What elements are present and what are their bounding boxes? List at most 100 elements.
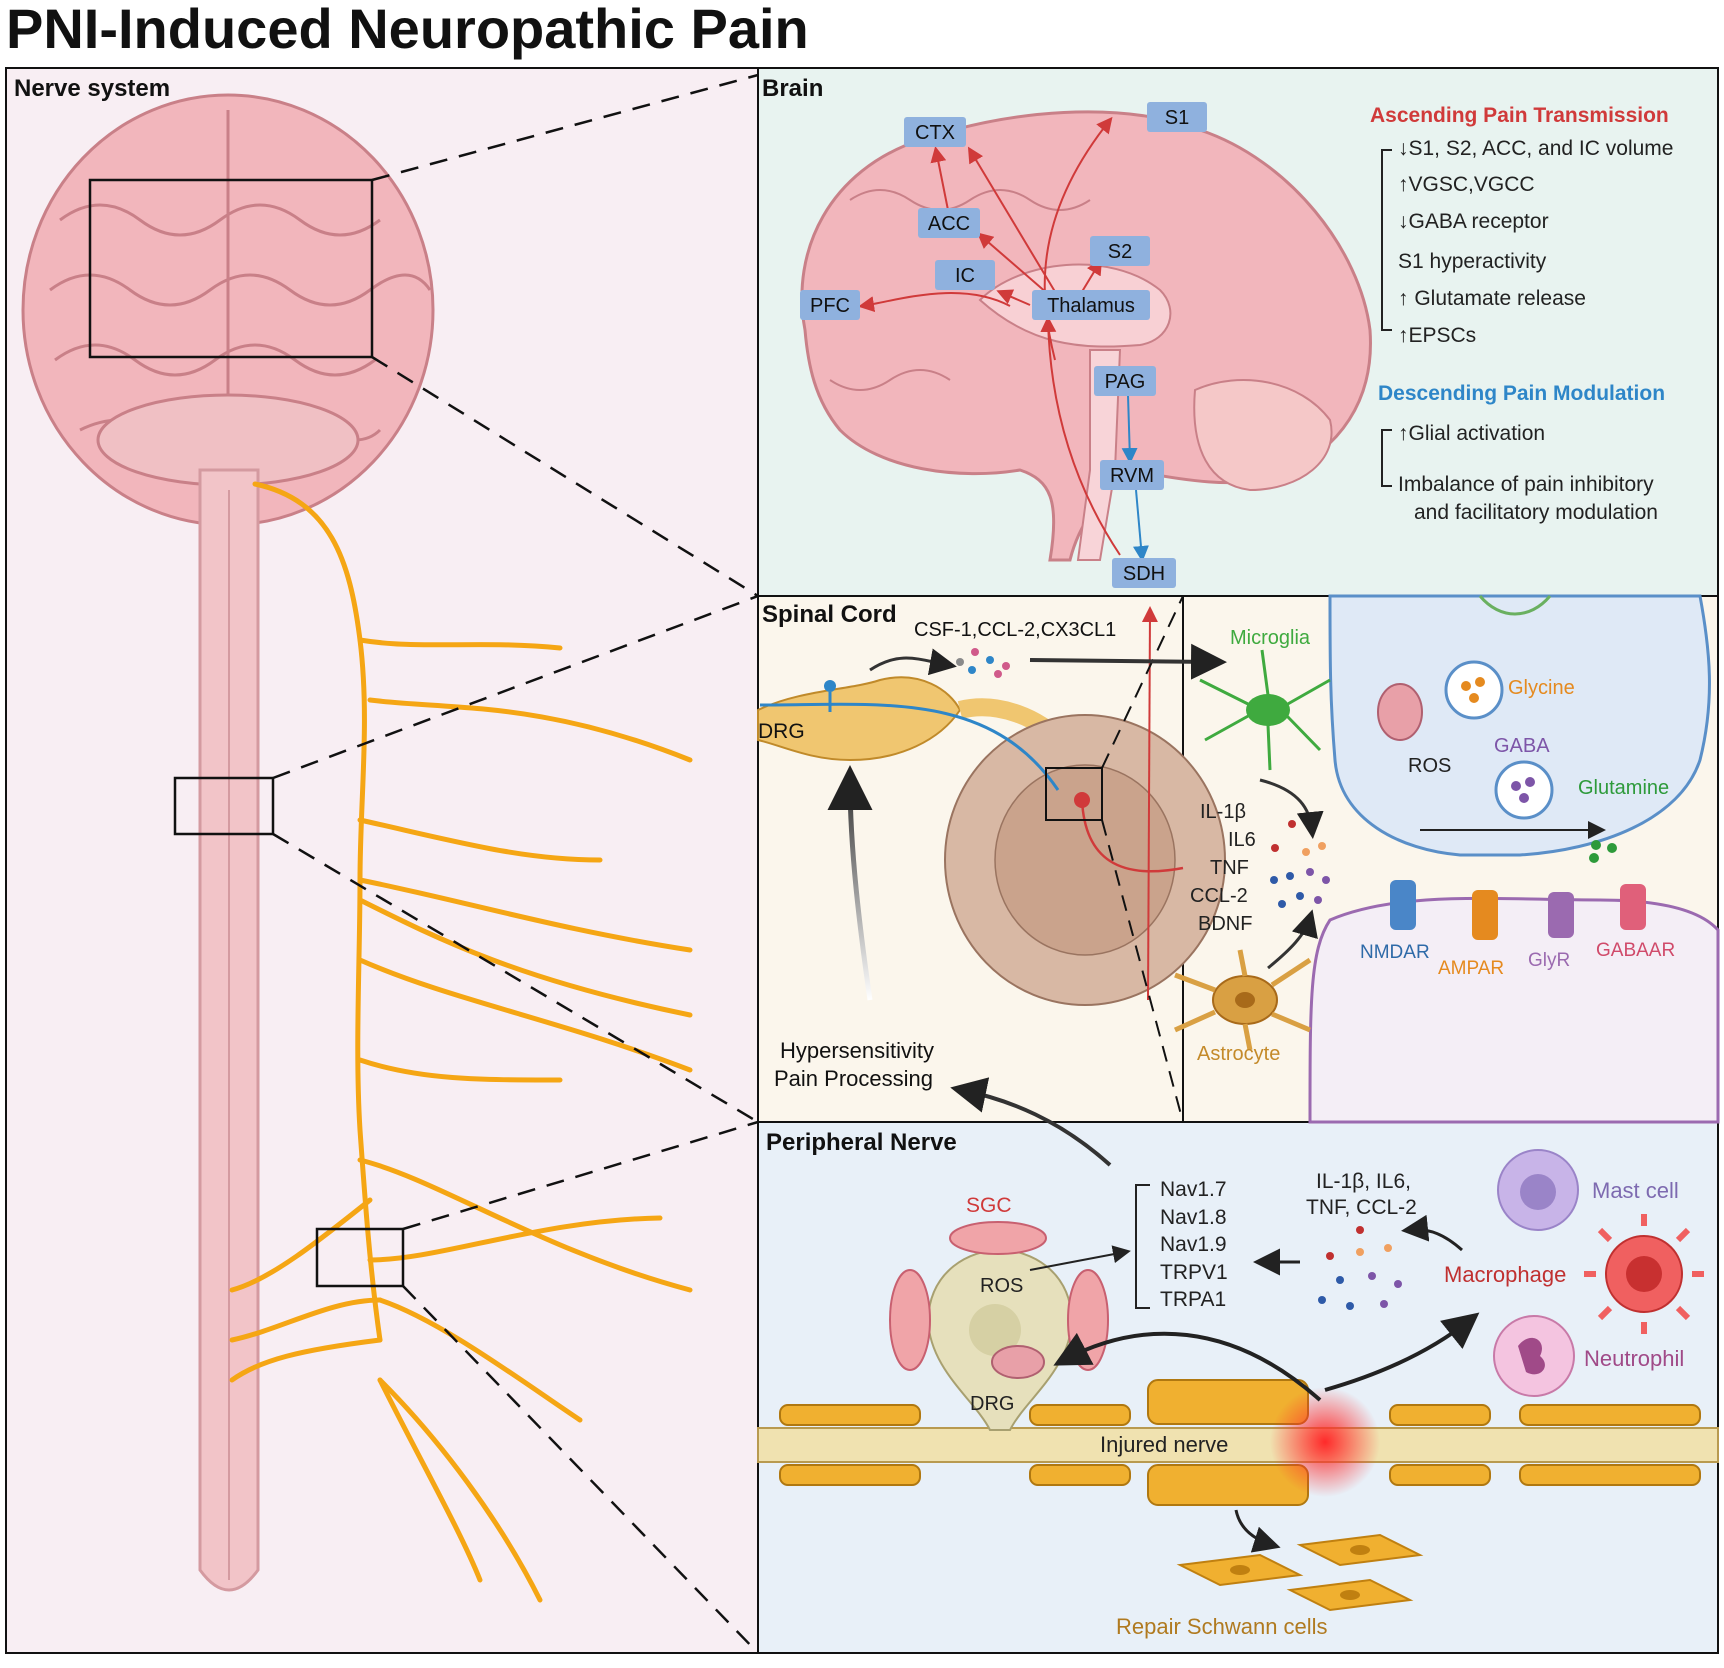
spinal-ros-label: ROS: [1408, 755, 1451, 777]
peripheral-drg-label: DRG: [970, 1393, 1014, 1415]
panel-label-spinal-cord: Spinal Cord: [762, 601, 897, 628]
glutamine-label: Glutamine: [1578, 777, 1669, 799]
mast-cell-label: Mast cell: [1592, 1178, 1679, 1203]
injury-to-immune-arrow: [1324, 1312, 1480, 1392]
peripheral-nerves: [229, 481, 693, 1603]
pain-processing-label: Pain Processing: [774, 1066, 933, 1091]
descending-title: Descending Pain Modulation: [1378, 382, 1665, 405]
brain-zoom-box: [88, 178, 374, 359]
astrocyte-cell: [1173, 949, 1312, 1051]
mast-cell-icon: [1497, 1149, 1579, 1231]
neutrophil-icon: [1493, 1315, 1575, 1397]
macrophage-icon: [1584, 1214, 1704, 1334]
synapse-zoom-line-top: [1101, 595, 1184, 769]
receptor-icons: [1390, 880, 1646, 940]
ascending-item-1: ↓S1, S2, ACC, and IC volume: [1398, 137, 1673, 160]
receptor-nmdar: NMDAR: [1360, 942, 1430, 963]
hypersensitivity-label: Hypersensitivity: [780, 1038, 934, 1063]
microglia-cell: [1199, 649, 1331, 771]
descending-item-2: Imbalance of pain inhibitory: [1398, 473, 1654, 496]
peripheral-cytokines-line2: TNF, CCL-2: [1306, 1196, 1417, 1219]
chemokines-label: CSF-1,CCL-2,CX3CL1: [914, 619, 1116, 641]
panel-label-brain: Brain: [762, 75, 823, 102]
chemokine-release-arrow: [869, 648, 957, 676]
ascending-item-6: ↑EPSCs: [1398, 324, 1476, 347]
channel-nav17: Nav1.7: [1160, 1178, 1227, 1201]
ascending-item-5: ↑ Glutamate release: [1398, 287, 1586, 310]
injured-nerve-label: Injured nerve: [1100, 1432, 1228, 1457]
channel-trpa1: TRPA1: [1160, 1288, 1226, 1311]
region-pfc: PFC: [810, 295, 850, 317]
descending-bracket: [1381, 429, 1392, 487]
sgc-cells: [889, 1221, 1109, 1371]
spinal-cytokine-3: TNF: [1210, 857, 1249, 879]
peripheral-cytokine-dots: [1318, 1226, 1402, 1310]
sensory-afferent: [759, 702, 1060, 791]
figure-title: PNI-Induced Neuropathic Pain: [6, 0, 809, 60]
region-thalamus: Thalamus: [1047, 295, 1135, 317]
peripheral-cytokines-line1: IL-1β, IL6,: [1316, 1170, 1411, 1193]
receptor-ampar: AMPAR: [1438, 958, 1504, 979]
schwann-label: Repair Schwann cells: [1116, 1614, 1328, 1639]
region-ctx: CTX: [915, 122, 955, 144]
region-ic: IC: [955, 265, 975, 287]
presynaptic-terminal: [1328, 594, 1711, 857]
synapse-zoom-box: [1045, 767, 1103, 821]
gaba-vesicle: [1494, 760, 1554, 820]
to-schwann-arrow: [1234, 1509, 1281, 1553]
schwann-cells: [1176, 1533, 1424, 1612]
chemokine-dots: [956, 648, 1010, 678]
sgc-label: SGC: [966, 1194, 1012, 1217]
spinal-cytokine-4: CCL-2: [1190, 885, 1248, 907]
microglia-label: Microglia: [1230, 627, 1311, 649]
spinal-cytokine-2: IL6: [1228, 829, 1256, 851]
region-pag: PAG: [1105, 371, 1146, 393]
ascending-item-3: ↓GABA receptor: [1398, 210, 1549, 233]
macrophage-label: Macrophage: [1444, 1262, 1566, 1287]
injury-site: [1270, 1387, 1380, 1497]
spinal-cytokine-list: IL-1β IL6 TNF CCL-2 BDNF: [1190, 801, 1256, 935]
injury-to-drg-arrow: [1053, 1331, 1322, 1402]
spinal-cytokine-1: IL-1β: [1200, 801, 1246, 823]
spinal-cytokine-5: BDNF: [1198, 913, 1252, 935]
spinal-zoom-box: [173, 776, 275, 836]
ascending-bracket: [1381, 149, 1392, 331]
astrocyte-label: Astrocyte: [1197, 1043, 1280, 1065]
peripheral-zoom-box: [315, 1227, 405, 1288]
channel-nav18: Nav1.8: [1160, 1206, 1227, 1229]
glycine-vesicle: [1444, 660, 1504, 720]
synapse-zoom-line-bottom: [1101, 819, 1184, 1123]
brain-pathway-arrows: [858, 116, 1149, 562]
channel-nav19: Nav1.9: [1160, 1233, 1227, 1256]
receptor-glyr: GlyR: [1528, 950, 1570, 971]
spinal-drg-label: DRG: [758, 720, 805, 743]
region-s2: S2: [1108, 241, 1132, 263]
panel-label-peripheral-nerve: Peripheral Nerve: [766, 1129, 957, 1156]
drg-cell-body: [926, 1248, 1074, 1431]
ascending-title: Ascending Pain Transmission: [1370, 104, 1669, 127]
ros-to-channels-arrow: [1029, 1245, 1131, 1271]
descending-item-3: and facilitatory modulation: [1414, 501, 1658, 524]
ascending-item-2: ↑VGSC,VGCC: [1398, 173, 1535, 196]
descending-item-1: ↑Glial activation: [1398, 422, 1545, 445]
gaba-label: GABA: [1494, 735, 1550, 757]
brain-region-labels: CTX S1 ACC S2 IC PFC Thalamus PAG RVM SD…: [800, 102, 1207, 588]
channel-bracket: [1135, 1184, 1150, 1309]
postsynaptic-terminal: [1308, 896, 1720, 1124]
mitochondrion-spinal: [1377, 683, 1423, 741]
region-sdh: SDH: [1123, 563, 1165, 585]
peripheral-to-spinal-arrow: [950, 1077, 1112, 1167]
receptor-gabaar: GABAAR: [1596, 940, 1675, 961]
zoom-connectors: [272, 73, 759, 1654]
glutamate-dots: [1589, 840, 1617, 863]
spinal-cytokine-dots: [1270, 820, 1330, 908]
ascending-tract-arrow: [1141, 606, 1158, 1001]
hypersensitivity-arrow: [827, 765, 873, 1001]
drg-ganglion: [757, 676, 962, 762]
panel-label-nerve-system: Nerve system: [14, 75, 170, 102]
nerve-fiber: [757, 1379, 1719, 1506]
neutrophil-label: Neutrophil: [1584, 1346, 1684, 1371]
region-rvm: RVM: [1110, 465, 1154, 487]
peripheral-ros-label: ROS: [980, 1275, 1023, 1297]
